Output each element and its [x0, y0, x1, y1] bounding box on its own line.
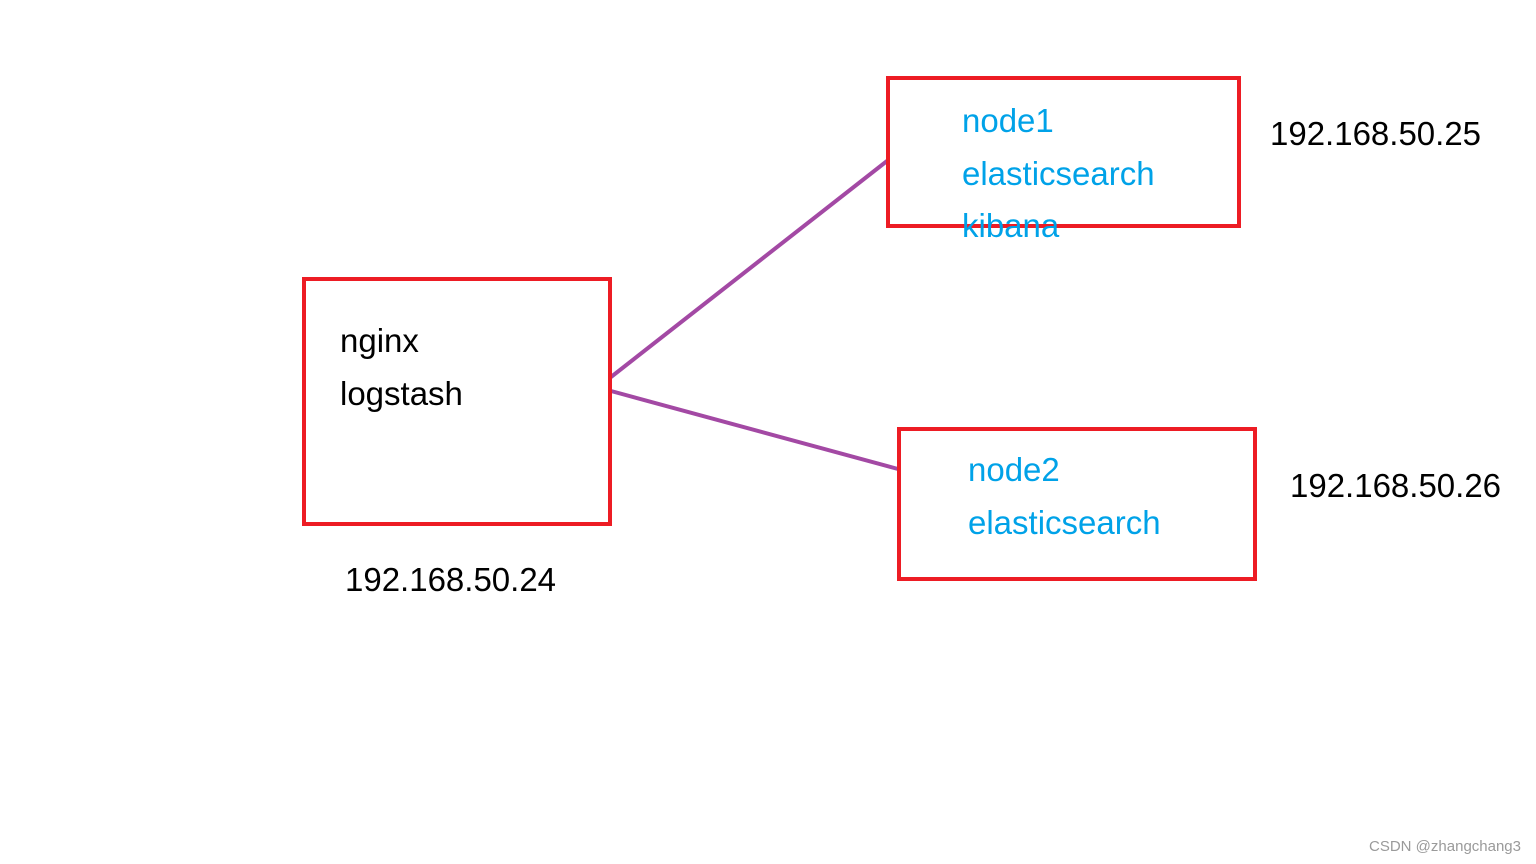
node-node1: node1 elasticsearch kibana — [886, 76, 1241, 244]
watermark: CSDN @zhangchang3 — [1369, 838, 1521, 855]
edge-logstash-to-node2 — [609, 389, 900, 471]
node-label-kibana: kibana — [962, 207, 1060, 244]
node-label-logstash: logstash — [340, 375, 463, 412]
node-ip-25: 192.168.50.25 — [1270, 115, 1481, 152]
edge-logstash-to-node1 — [609, 159, 889, 379]
node-label-elasticsearch: elasticsearch — [968, 504, 1161, 541]
node-label-elasticsearch: elasticsearch — [962, 155, 1155, 192]
node-label-node1: node1 — [962, 102, 1054, 139]
node-label-node2: node2 — [968, 451, 1060, 488]
node-ip-26: 192.168.50.26 — [1290, 467, 1501, 504]
node-node2: node2 elasticsearch — [897, 427, 1257, 581]
node-box — [302, 277, 612, 526]
node-box — [897, 427, 1257, 581]
node-ip-24: 192.168.50.24 — [345, 561, 556, 598]
node-label-nginx: nginx — [340, 322, 419, 359]
node-box — [886, 76, 1241, 228]
node-nginx-logstash: nginx logstash — [302, 277, 612, 526]
